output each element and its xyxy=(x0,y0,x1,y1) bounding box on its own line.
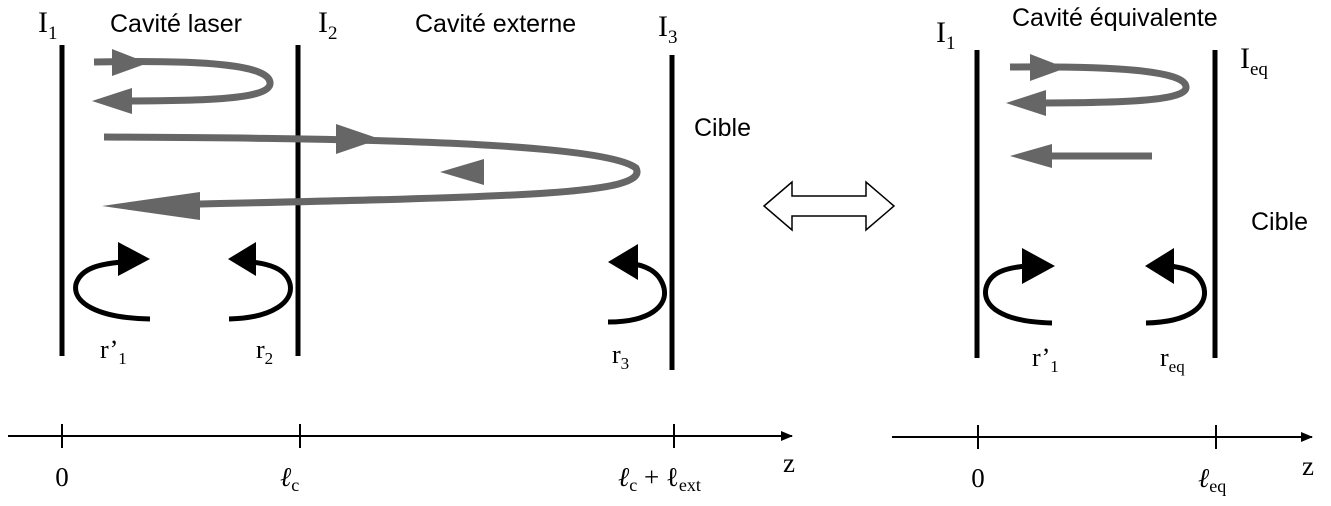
axis-label-z-left: z xyxy=(783,448,795,478)
target-label-left: Cible xyxy=(694,114,751,142)
beam-arrowhead xyxy=(1030,54,1066,81)
interface-label-i1-right: I1 xyxy=(936,16,956,54)
cavity-laser-label: Cavité laser xyxy=(110,10,242,38)
interface-label-i1: I1 xyxy=(38,6,58,44)
cavity-external-label: Cavité externe xyxy=(415,10,576,38)
reflection-arrow-req xyxy=(1145,263,1208,326)
reflection-arrow-r1p xyxy=(73,259,151,322)
beam-arrowheads-left xyxy=(92,49,484,220)
reflection-arrowhead xyxy=(1145,248,1174,284)
reflection-arrowhead xyxy=(118,242,150,276)
beam-paths-right xyxy=(1009,63,1190,160)
reflection-arrows-left xyxy=(73,242,668,325)
tick-label-0-right: 0 xyxy=(971,463,985,493)
reflection-arrow-r2 xyxy=(228,259,293,322)
right-panel: I1 Cavité équivalente Ieq Cible r’1 req … xyxy=(892,4,1314,496)
tick-label-lc: ℓc xyxy=(280,462,299,495)
interface-label-i2: I2 xyxy=(318,6,338,44)
beam-arrowhead xyxy=(336,124,380,154)
beam-arrowhead xyxy=(92,88,132,114)
axis-label-z-right: z xyxy=(1302,451,1314,481)
beam-loop-equivalent-cavity xyxy=(1009,63,1190,107)
beam-loop-laser-cavity xyxy=(93,58,274,105)
beam-arrowhead xyxy=(1010,144,1052,168)
target-label-right: Cible xyxy=(1251,208,1308,236)
reflection-label-r1p: r’1 xyxy=(100,335,127,368)
reflection-arrow-r1p-right xyxy=(983,263,1053,326)
tick-label-lc-plus-lext: ℓc + ℓext xyxy=(618,462,701,495)
beam-arrowhead xyxy=(102,192,200,220)
reflection-label-req: req xyxy=(1160,343,1185,376)
left-panel: I1 I2 I3 Cavité laser Cavité externe Cib… xyxy=(8,6,795,495)
reflection-label-r1p-right: r’1 xyxy=(1032,343,1059,376)
reflection-label-r3: r3 xyxy=(612,340,629,373)
reflection-arrows-right xyxy=(983,248,1208,326)
beam-arrowheads-right xyxy=(1006,54,1066,168)
beam-paths-left xyxy=(93,58,641,209)
interface-label-ieq: Ieq xyxy=(1240,42,1268,80)
beam-arrowhead xyxy=(112,49,148,76)
reflection-label-r2: r2 xyxy=(256,335,273,368)
equivalence-double-arrow xyxy=(762,180,896,232)
reflection-arrowhead xyxy=(1022,248,1055,284)
beam-arrowhead xyxy=(1006,90,1046,116)
tick-label-0: 0 xyxy=(55,462,69,492)
cavity-equivalent-label: Cavité équivalente xyxy=(1012,4,1218,32)
reflection-arrowhead xyxy=(608,244,638,280)
beam-arrowhead xyxy=(440,159,484,185)
tick-label-leq: ℓeq xyxy=(1198,463,1226,496)
beam-loop-external-cavity xyxy=(103,133,641,209)
reflection-arrowhead xyxy=(228,242,256,276)
interface-label-i3: I3 xyxy=(658,10,678,48)
reflection-arrow-r3 xyxy=(607,261,668,325)
